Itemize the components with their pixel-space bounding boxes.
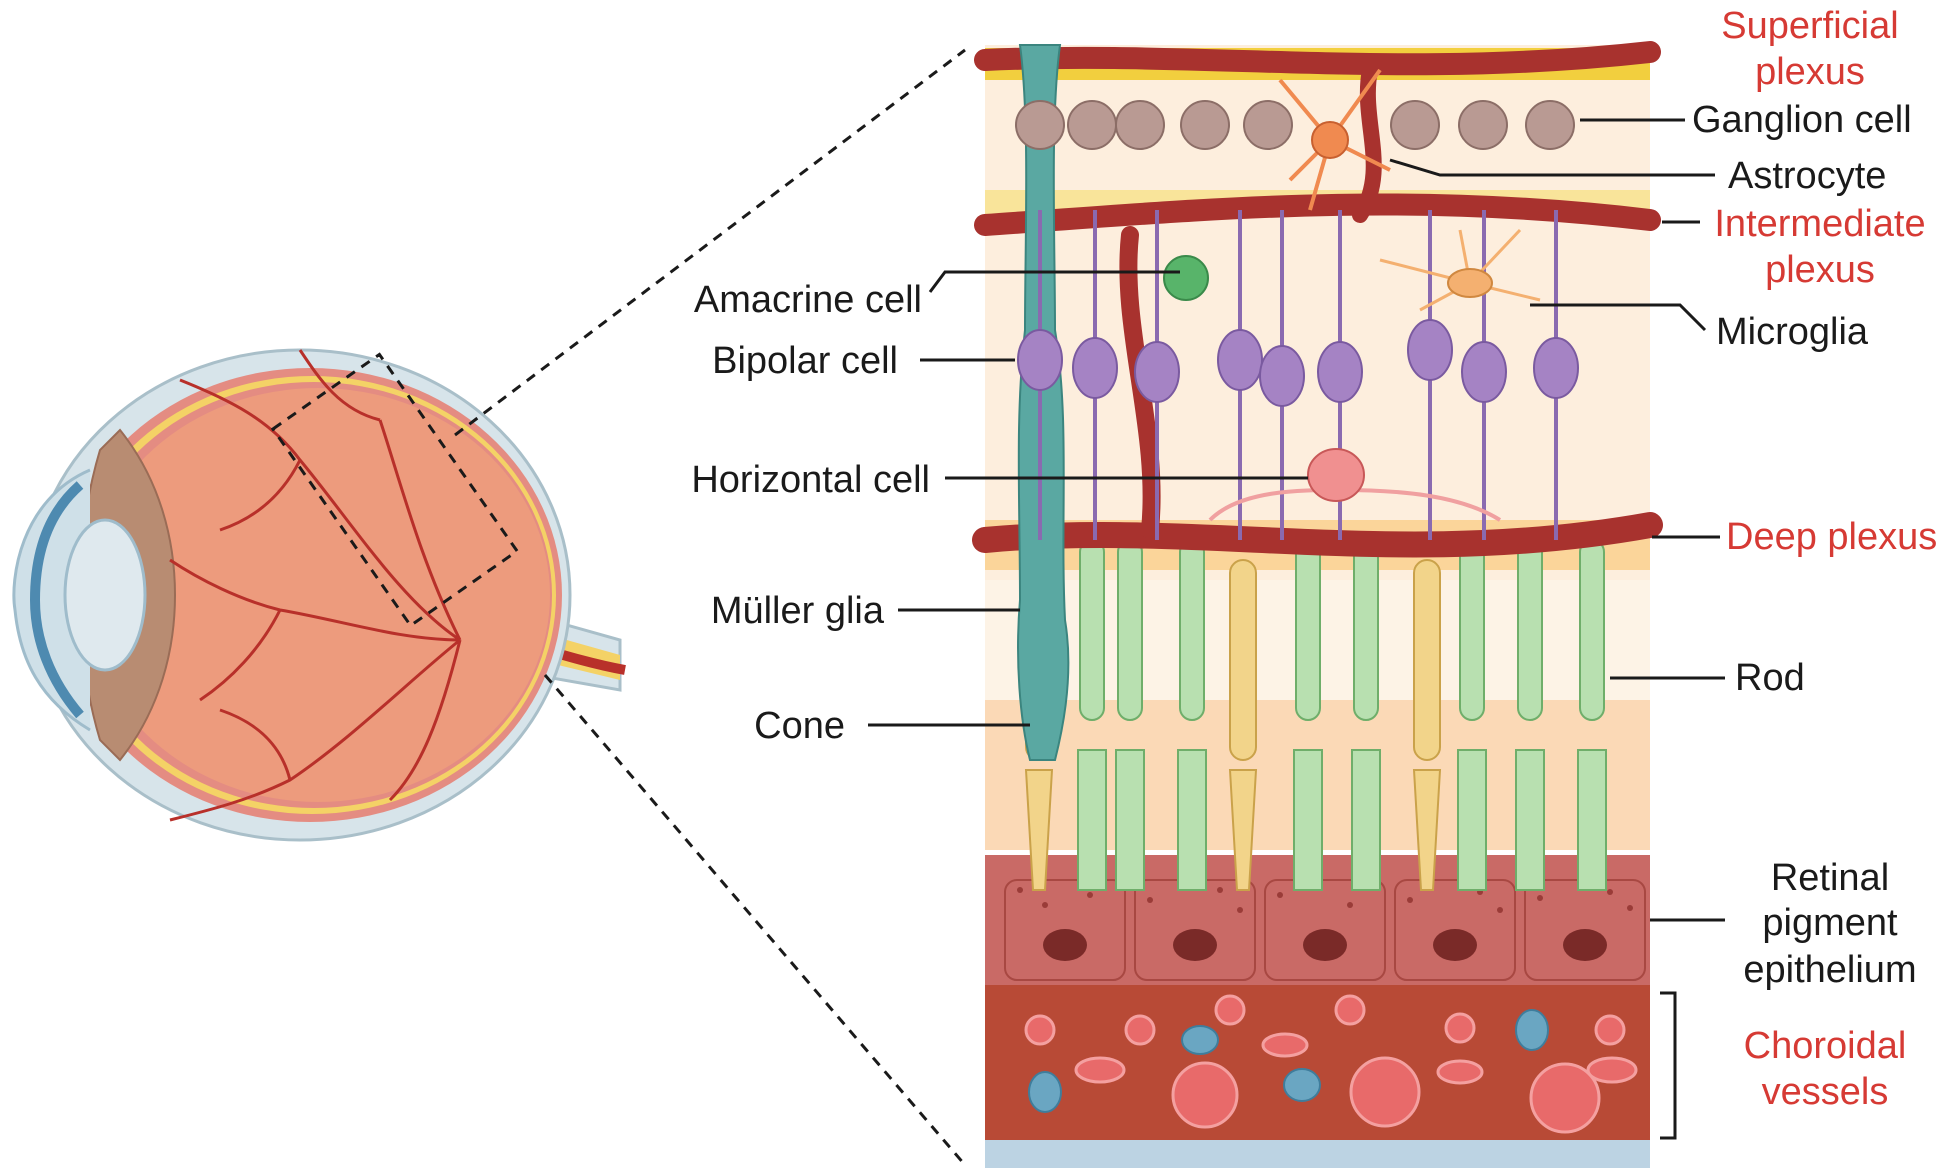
microglia-cell (1379, 228, 1541, 312)
label-cone: Cone (754, 705, 845, 747)
label-muller-glia: Müller glia (711, 590, 885, 632)
label-ganglion-cell: Ganglion cell (1692, 99, 1912, 141)
label-rod: Rod (1735, 657, 1805, 699)
rpe-cells (1004, 879, 1646, 981)
leader-lines (868, 118, 1725, 1140)
choroidal-vessels (1024, 994, 1638, 1134)
label-intermediate-plexus-2: plexus (1765, 249, 1875, 291)
label-astrocyte: Astrocyte (1728, 155, 1886, 197)
muller-glia-cell (1017, 44, 1070, 761)
label-superficial-plexus-2: plexus (1755, 51, 1865, 93)
zoom-indicator (270, 48, 967, 1166)
label-choroidal-vessels-1: Choroidal (1744, 1025, 1907, 1067)
label-microglia: Microglia (1716, 311, 1869, 353)
label-amacrine-cell: Amacrine cell (694, 279, 922, 321)
photoreceptor-cells (1024, 539, 1607, 891)
amacrine-cell (1163, 255, 1209, 301)
label-deep-plexus: Deep plexus (1726, 516, 1937, 558)
label-superficial-plexus-1: Superficial (1721, 5, 1898, 47)
label-rpe-1: Retinal (1771, 857, 1889, 899)
horizontal-cell (1208, 448, 1502, 522)
label-rpe-3: epithelium (1743, 949, 1916, 991)
label-horizontal-cell: Horizontal cell (691, 459, 930, 501)
eye-illustration (12, 348, 626, 842)
bipolar-cells (1017, 210, 1579, 540)
label-intermediate-plexus-1: Intermediate (1714, 203, 1925, 245)
label-choroidal-vessels-2: vessels (1762, 1071, 1889, 1113)
label-bipolar-cell: Bipolar cell (712, 340, 898, 382)
astrocyte-cell (1278, 68, 1391, 211)
label-rpe-2: pigment (1762, 902, 1898, 944)
ganglion-cells (1015, 100, 1575, 150)
labels: Superficial plexus Ganglion cell Astrocy… (691, 5, 1937, 1113)
